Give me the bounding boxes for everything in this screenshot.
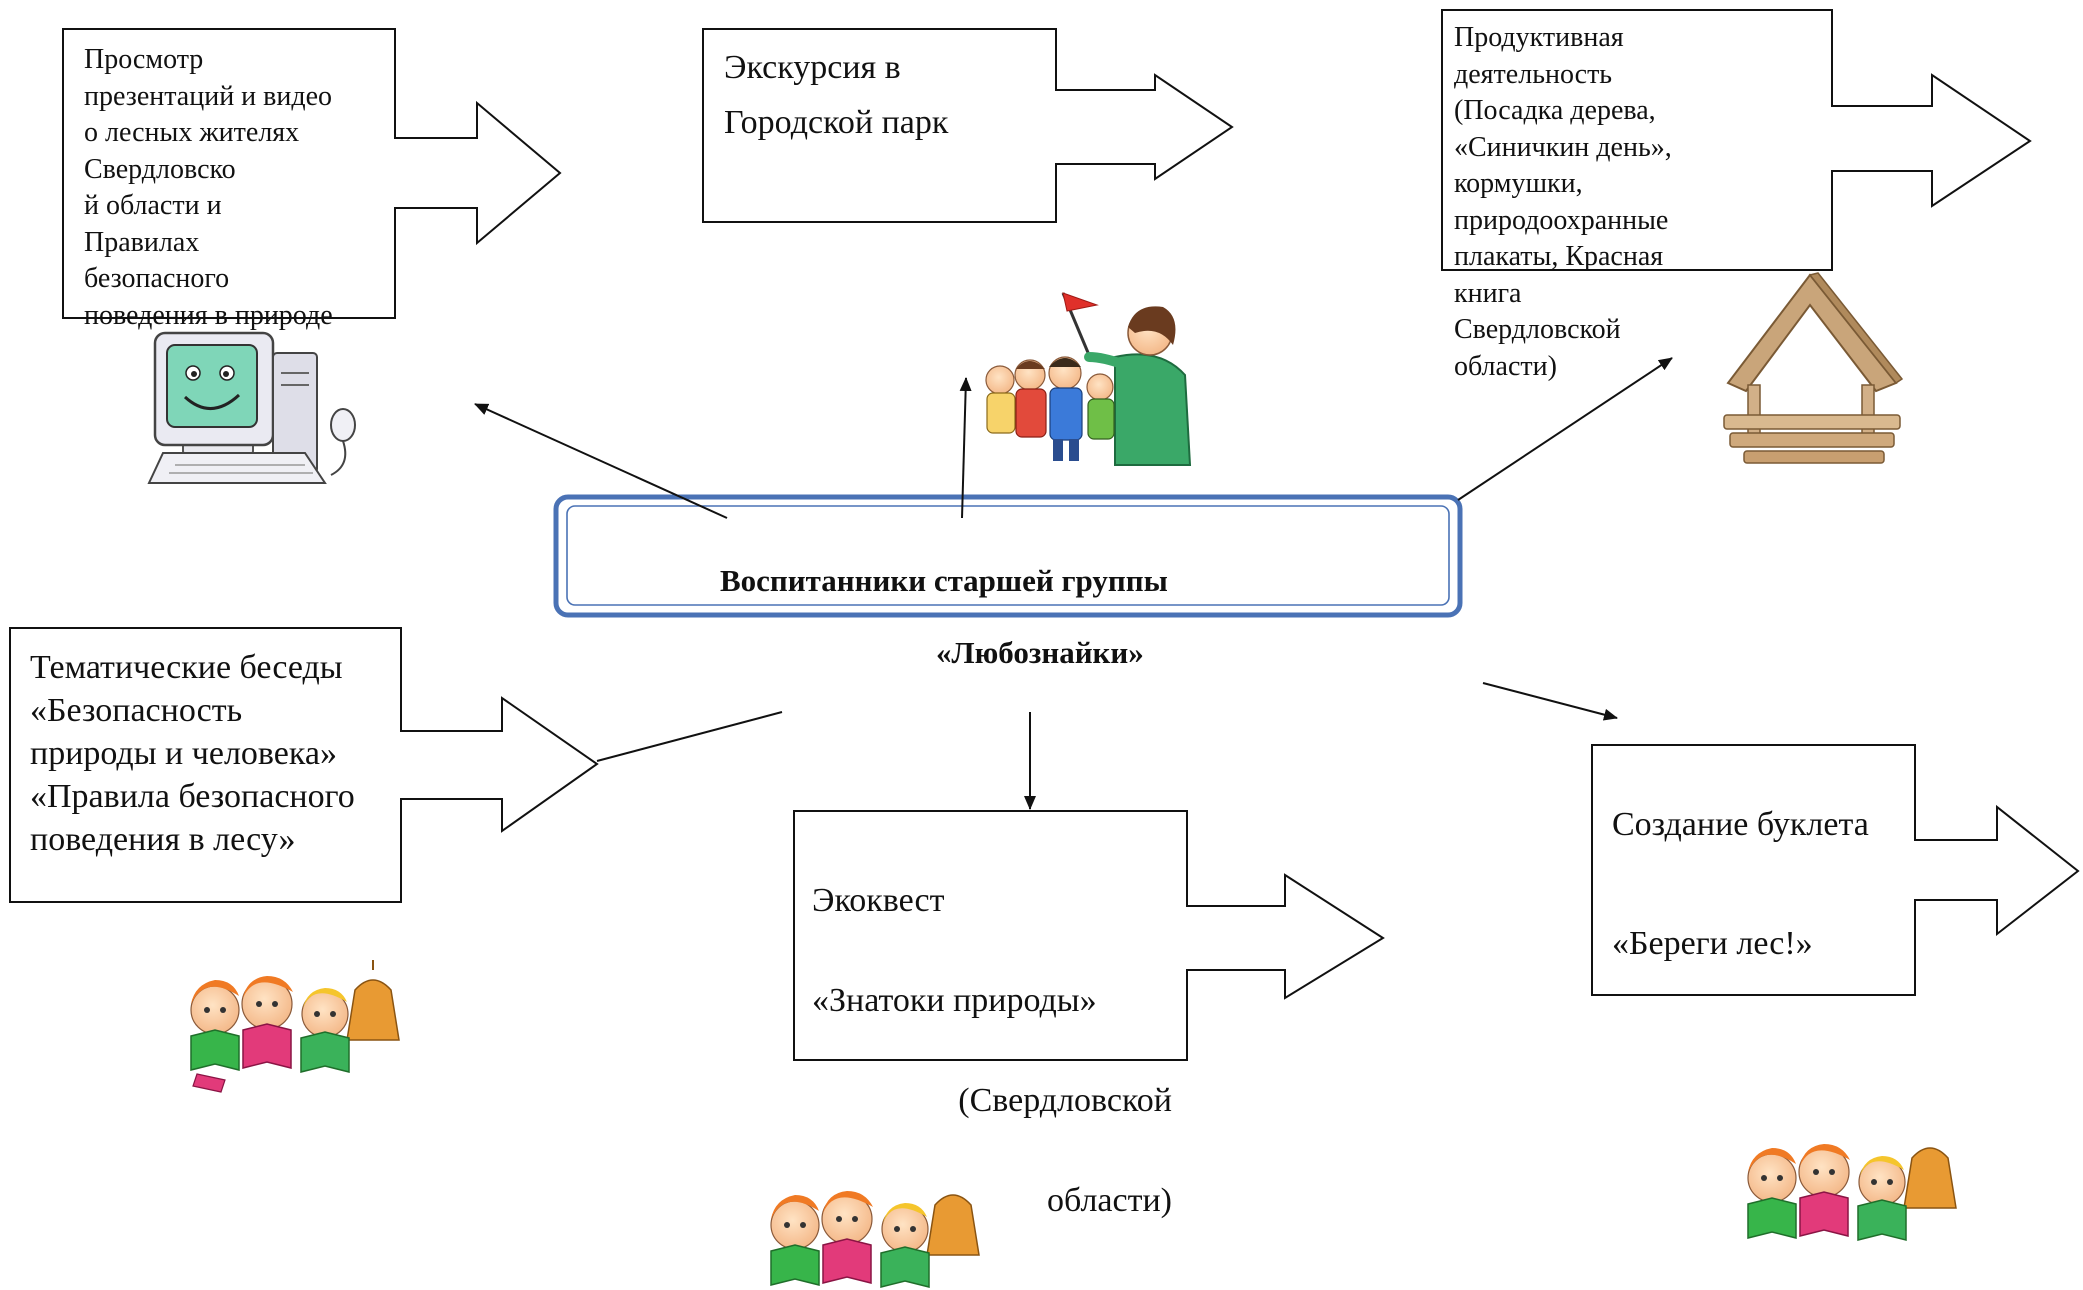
excursion-text: Экскурсия в Городской парк	[724, 49, 949, 141]
connector-to-excursion	[959, 377, 972, 519]
connector-to-presentations	[474, 403, 728, 519]
center-node-line2: «Любознайки»	[936, 635, 1144, 670]
block-arrow-productive	[1441, 9, 2032, 271]
center-node-frame	[553, 494, 1463, 618]
connector-to-booklet	[1482, 682, 1618, 721]
talks-text: Тематические беседы «Безопасность природ…	[30, 649, 355, 858]
birdhouse-icon	[1723, 272, 1904, 464]
computer-icon	[147, 331, 356, 484]
connector-to-talks	[596, 711, 783, 762]
excursion-group-icon	[985, 292, 1192, 466]
block-arrow-booklet	[1591, 744, 2080, 996]
ecoquest-line1: Экоквест	[812, 882, 945, 919]
center-node-line1: Воспитанники старшей группы	[720, 563, 1168, 598]
block-arrow-presentations	[62, 28, 562, 319]
booklet-line2: «Береги лес!»	[1612, 925, 1813, 962]
ecoquest-line4: области)	[1047, 1182, 1172, 1219]
reading-children-icon	[770, 1191, 980, 1288]
booklet-text: Создание буклета «Береги лес!»	[1612, 760, 1912, 1008]
reading-children-icon	[190, 960, 400, 1093]
center-node-title: Воспитанники старшей группы «Любознайки»	[720, 527, 1280, 707]
productive-text: Продуктивная деятельность (Посадка дерев…	[1454, 22, 1672, 382]
block-arrow-talks	[9, 627, 599, 903]
reading-children-icon	[1747, 1144, 1957, 1241]
ecoquest-line3: (Свердловской	[958, 1082, 1172, 1119]
connector-to-productive	[1457, 357, 1673, 501]
ecoquest-text: Экоквест «Знатоки природы» (Свердловской…	[812, 826, 1172, 1276]
ecoquest-line2: «Знатоки природы»	[812, 982, 1097, 1019]
presentations-text: Просмотр презентаций и видео о лесных жи…	[84, 44, 333, 331]
block-arrow-ecoquest	[793, 810, 1385, 1061]
booklet-line1: Создание буклета	[1612, 806, 1869, 843]
block-arrow-excursion	[702, 28, 1234, 223]
